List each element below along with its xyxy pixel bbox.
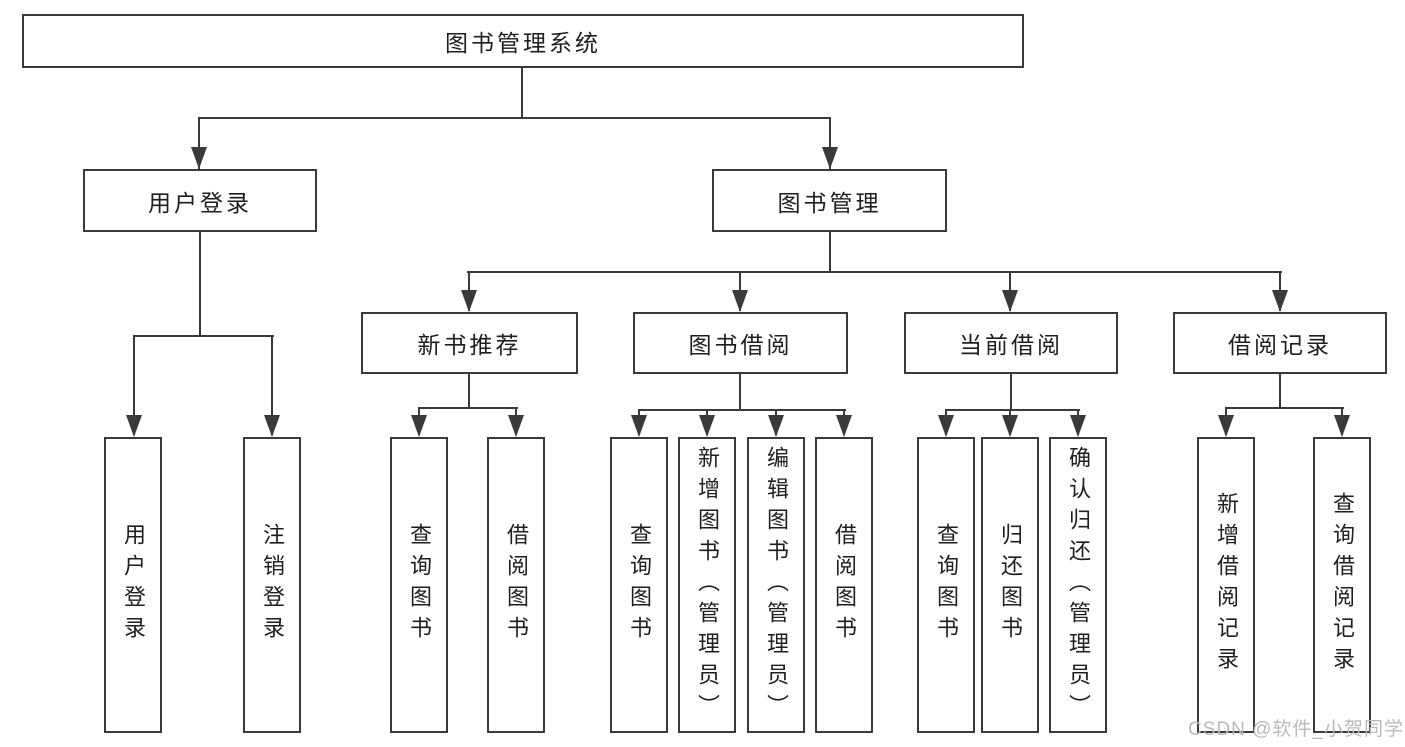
node-root-label: 图书管理系统 <box>445 30 601 56</box>
node-new-book-recommend-label: 新书推荐 <box>417 332 522 358</box>
node-borrow-records-label: 借阅记录 <box>1228 332 1332 358</box>
arrow-down-icon <box>836 415 852 437</box>
connector-line <box>133 335 274 337</box>
connector-line <box>829 231 831 273</box>
leaf-user-login: 用户登录 <box>104 437 162 733</box>
connector-line <box>199 231 201 337</box>
arrow-down-icon <box>411 415 427 437</box>
leaf-records-query-record: 查询借阅记录 <box>1313 437 1371 733</box>
leaf-borrow-edit-books-admin: 编辑图书（管理员） <box>747 437 805 733</box>
arrow-down-icon <box>1272 290 1288 312</box>
connector-line <box>1010 372 1012 411</box>
leaf-records-add-record: 新增借阅记录 <box>1197 437 1255 733</box>
leaf-logout-label: 注销登录 <box>260 523 285 647</box>
leaf-current-return-books-label: 归还图书 <box>998 523 1023 647</box>
leaf-borrow-borrow-books-label: 借阅图书 <box>832 523 857 647</box>
connector-line <box>198 117 831 119</box>
node-current-borrow: 当前借阅 <box>904 312 1118 374</box>
leaf-borrow-add-books-admin-label: 新增图书（管理员） <box>695 445 720 725</box>
node-book-management: 图书管理 <box>712 169 947 232</box>
leaf-recommend-borrow-books: 借阅图书 <box>487 437 545 733</box>
arrow-down-icon <box>508 415 524 437</box>
connector-line <box>945 409 1080 411</box>
leaf-records-query-record-label: 查询借阅记录 <box>1330 492 1355 678</box>
leaf-logout: 注销登录 <box>243 437 301 733</box>
connector-line <box>467 271 1282 273</box>
leaf-recommend-borrow-books-label: 借阅图书 <box>504 523 529 647</box>
leaf-borrow-query-books-label: 查询图书 <box>627 523 652 647</box>
connector-line <box>829 117 831 169</box>
leaf-recommend-query-books: 查询图书 <box>390 437 448 733</box>
connector-line <box>521 68 523 119</box>
connector-line <box>133 335 135 435</box>
leaf-borrow-add-books-admin: 新增图书（管理员） <box>678 437 736 733</box>
leaf-current-confirm-return-admin-label: 确认归还（管理员） <box>1066 445 1091 725</box>
node-user-login: 用户登录 <box>83 169 317 232</box>
arrow-down-icon <box>126 415 142 437</box>
leaf-current-query-books: 查询图书 <box>917 437 975 733</box>
arrow-down-icon <box>768 415 784 437</box>
leaf-recommend-query-books-label: 查询图书 <box>407 523 432 647</box>
arrow-down-icon <box>1218 415 1234 437</box>
connector-line <box>739 372 741 411</box>
arrow-down-icon <box>822 147 838 169</box>
leaf-records-add-record-label: 新增借阅记录 <box>1214 492 1239 678</box>
node-user-login-label: 用户登录 <box>148 189 252 216</box>
arrow-down-icon <box>732 290 748 312</box>
arrow-down-icon <box>938 415 954 437</box>
connector-line <box>638 409 846 411</box>
connector-line <box>271 335 273 435</box>
connector-line <box>1279 372 1281 409</box>
connector-line <box>418 407 518 409</box>
leaf-current-query-books-label: 查询图书 <box>934 523 959 647</box>
csdn-watermark: CSDN @软件_小贺同学 <box>1188 719 1404 740</box>
node-root: 图书管理系统 <box>22 14 1024 68</box>
leaf-current-confirm-return-admin: 确认归还（管理员） <box>1049 437 1107 733</box>
leaf-current-return-books: 归还图书 <box>981 437 1039 733</box>
arrow-down-icon <box>1070 415 1086 437</box>
node-book-borrow: 图书借阅 <box>633 312 848 374</box>
connector-line <box>198 117 200 169</box>
arrow-down-icon <box>264 415 280 437</box>
arrow-down-icon <box>1002 415 1018 437</box>
leaf-user-login-label: 用户登录 <box>121 523 146 647</box>
node-book-borrow-label: 图书借阅 <box>688 332 793 358</box>
arrow-down-icon <box>191 147 207 169</box>
leaf-borrow-query-books: 查询图书 <box>610 437 668 733</box>
connector-line <box>468 372 470 409</box>
node-borrow-records: 借阅记录 <box>1173 312 1387 374</box>
arrow-down-icon <box>1334 415 1350 437</box>
arrow-down-icon <box>699 415 715 437</box>
leaf-borrow-borrow-books: 借阅图书 <box>815 437 873 733</box>
node-book-management-label: 图书管理 <box>777 189 882 216</box>
node-new-book-recommend: 新书推荐 <box>361 312 578 374</box>
arrow-down-icon <box>1002 290 1018 312</box>
arrow-down-icon <box>461 290 477 312</box>
connector-line <box>1225 407 1344 409</box>
arrow-down-icon <box>631 415 647 437</box>
leaf-borrow-edit-books-admin-label: 编辑图书（管理员） <box>764 445 789 725</box>
node-current-borrow-label: 当前借阅 <box>959 332 1063 358</box>
